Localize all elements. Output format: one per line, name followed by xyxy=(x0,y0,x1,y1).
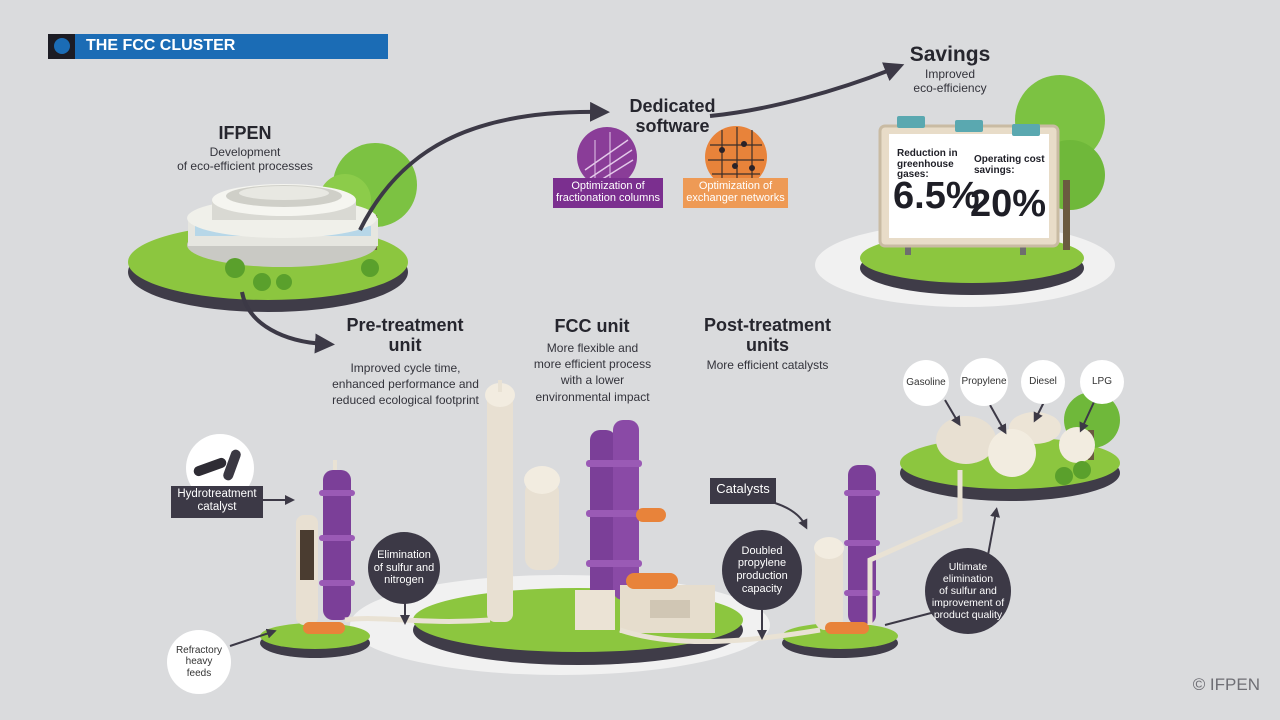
pipe-pre-to-fcc xyxy=(344,616,491,624)
catalysts-label: Catalysts xyxy=(710,478,776,504)
pretreatment-description: Improved cycle time, enhanced performanc… xyxy=(332,361,479,408)
pipe-fcc-to-post xyxy=(619,627,821,645)
ifpen-island xyxy=(128,143,417,312)
arrow-ifpen-to-pretreatment xyxy=(240,291,335,354)
products-island xyxy=(900,392,1120,501)
savings-subtitle: Improved eco-efficiency xyxy=(913,67,987,95)
fcc-title: FCC unit xyxy=(554,316,630,336)
banner-title: THE FCC CLUSTER xyxy=(86,37,236,54)
copyright: © IFPEN xyxy=(1192,675,1260,694)
hydrotreatment-catalyst-graphic xyxy=(186,434,254,502)
arrow-gasoline xyxy=(944,399,961,427)
line-ultimate-to-unit xyxy=(884,611,936,626)
ifpen-title: IFPEN xyxy=(218,123,272,143)
exchanger-graphic xyxy=(705,126,767,188)
arrow-ultimate-up xyxy=(987,507,1001,556)
ifpen-description: Development of eco-efficient processes xyxy=(177,145,313,173)
posttreatment-title: Post-treatment units xyxy=(703,315,832,355)
product-gasoline: Gasoline xyxy=(903,360,949,406)
elimination-bubble: Elimination of sulfur and nitrogen xyxy=(368,532,440,604)
arrow-catalysts xyxy=(774,502,808,530)
refractory-bubble: Refractory heavy feeds xyxy=(167,630,231,694)
banner-dot-icon xyxy=(54,38,70,54)
arrow-propylene xyxy=(989,404,1007,435)
arrow-diesel xyxy=(1033,401,1045,423)
exchanger-label: Optimization of exchanger networks xyxy=(683,178,788,208)
software-title: Dedicated software xyxy=(629,96,716,136)
cost-value: 20% xyxy=(970,183,1047,225)
ultimate-bubble: Ultimate elimination of sulfur and impro… xyxy=(925,548,1011,634)
arrow-ifpen-to-software xyxy=(358,101,610,231)
arrow-lpg xyxy=(1079,401,1095,433)
ghg-value: 6.5% xyxy=(893,175,980,217)
fractionation-graphic xyxy=(577,127,637,187)
product-lpg: LPG xyxy=(1080,360,1124,404)
fcc-description: More flexible and more efficient process… xyxy=(533,341,652,404)
pretreatment-island xyxy=(260,470,370,658)
arrow-software-to-savings xyxy=(709,62,905,118)
doubled-bubble: Doubled propylene production capacity xyxy=(722,530,802,610)
product-diesel: Diesel xyxy=(1021,360,1065,404)
savings-title: Savings xyxy=(909,43,991,66)
posttreatment-description: More efficient catalysts xyxy=(706,358,829,372)
pretreatment-title: Pre-treatment unit xyxy=(346,315,464,355)
pipe-post-to-products xyxy=(867,470,963,625)
product-propylene: Propylene xyxy=(960,358,1008,406)
fractionation-label: Optimization of fractionation columns xyxy=(553,178,663,208)
ghg-label: Reduction in greenhouse gases: xyxy=(897,148,958,180)
hydrotreatment-label: Hydrotreatment catalyst xyxy=(171,486,263,518)
title-banner: THE FCC CLUSTER xyxy=(48,34,388,59)
fcc-island xyxy=(413,383,743,665)
cost-label: Operating cost savings: xyxy=(974,154,1045,176)
banner-cap xyxy=(48,34,75,59)
arrow-refractory xyxy=(229,628,277,647)
savings-island xyxy=(860,75,1105,295)
